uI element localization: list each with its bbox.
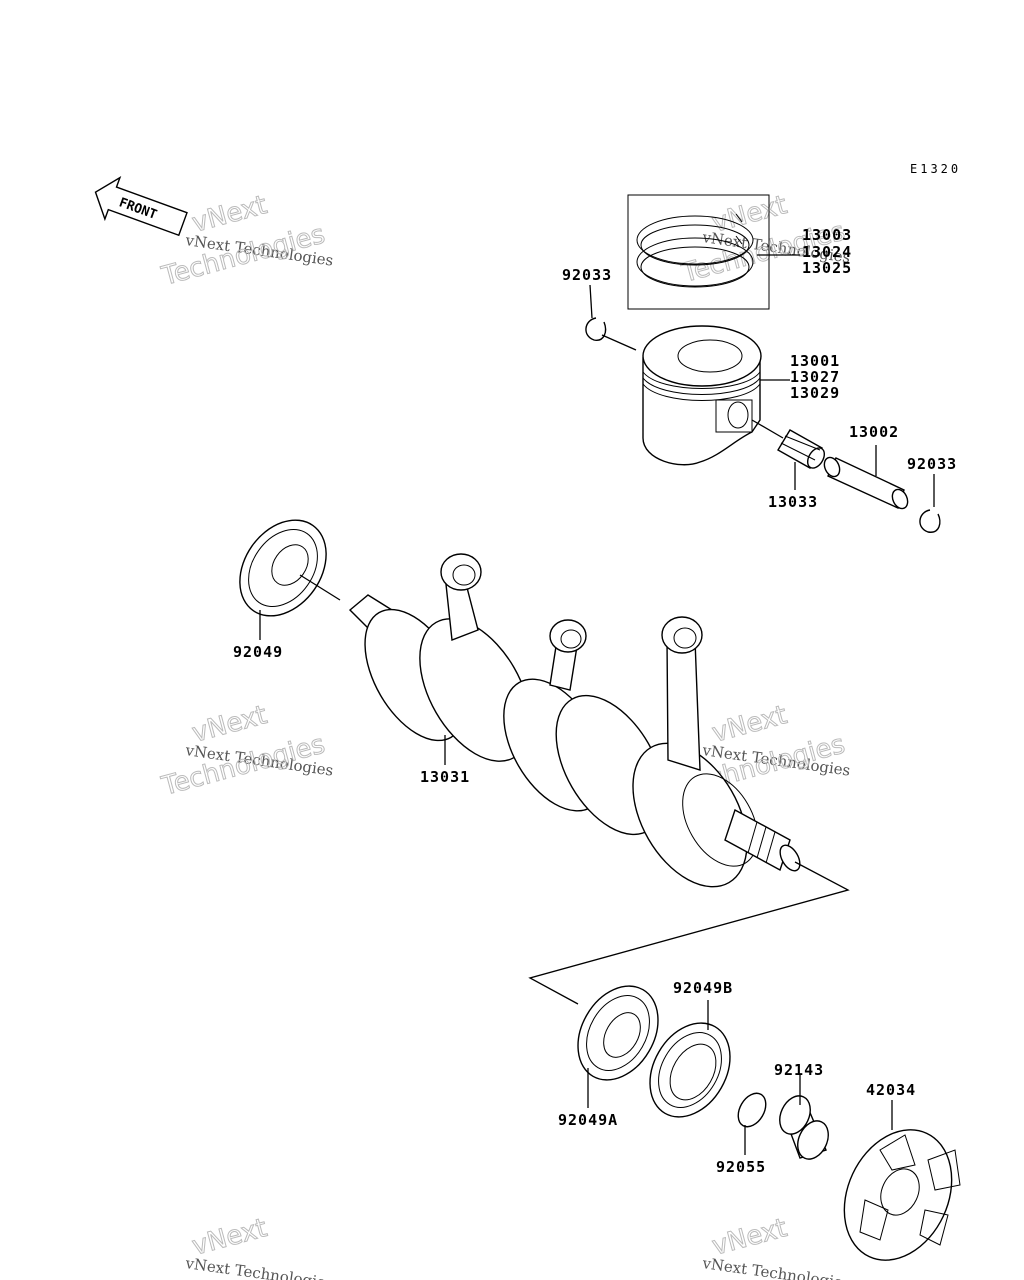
label-13033: 13033	[768, 493, 818, 511]
crankshaft-13031	[348, 553, 801, 888]
watermark-text: vNext Technologies	[700, 1254, 851, 1280]
diagram-code: E1320	[910, 162, 961, 176]
label-13002: 13002	[849, 423, 899, 441]
label-13001: 13001	[790, 352, 840, 370]
label-13024: 13024	[802, 243, 852, 261]
circlip-92033-top	[585, 317, 607, 341]
bearing-92049B	[649, 1022, 731, 1118]
circlip-92033-right	[919, 509, 941, 533]
label-92055: 92055	[716, 1158, 766, 1176]
watermark-vnext: vNext	[189, 700, 270, 749]
label-92049A: 92049A	[558, 1111, 618, 1129]
watermark-vnext: vNext	[709, 1213, 790, 1262]
label-92033-right: 92033	[907, 455, 957, 473]
label-13031: 13031	[420, 768, 470, 786]
collar-92143	[779, 1095, 829, 1160]
label-92049: 92049	[233, 643, 283, 661]
coupling-42034	[843, 1129, 961, 1261]
needle-bearing-13033	[777, 429, 826, 469]
watermark-text: vNext Technologies	[183, 1254, 334, 1280]
piston-ring-set	[627, 194, 770, 310]
label-92049B: 92049B	[673, 979, 733, 997]
watermark-vnext: vNext	[709, 700, 790, 749]
label-13029: 13029	[790, 384, 840, 402]
watermark-vnext: vNext	[189, 1213, 270, 1262]
label-42034: 42034	[866, 1081, 916, 1099]
oil-seal-92049A	[577, 985, 659, 1081]
front-arrow-icon: FRONT	[94, 176, 188, 237]
o-ring-92055	[737, 1092, 767, 1128]
label-92033-top: 92033	[562, 266, 612, 284]
oil-seal-92049	[239, 519, 327, 617]
label-13003: 13003	[802, 226, 852, 244]
watermark-vnext: vNext	[189, 190, 270, 239]
piston	[642, 325, 762, 466]
label-92143: 92143	[774, 1061, 824, 1079]
label-13027: 13027	[790, 368, 840, 386]
piston-pin-13002	[823, 456, 909, 510]
label-13025: 13025	[802, 259, 852, 277]
